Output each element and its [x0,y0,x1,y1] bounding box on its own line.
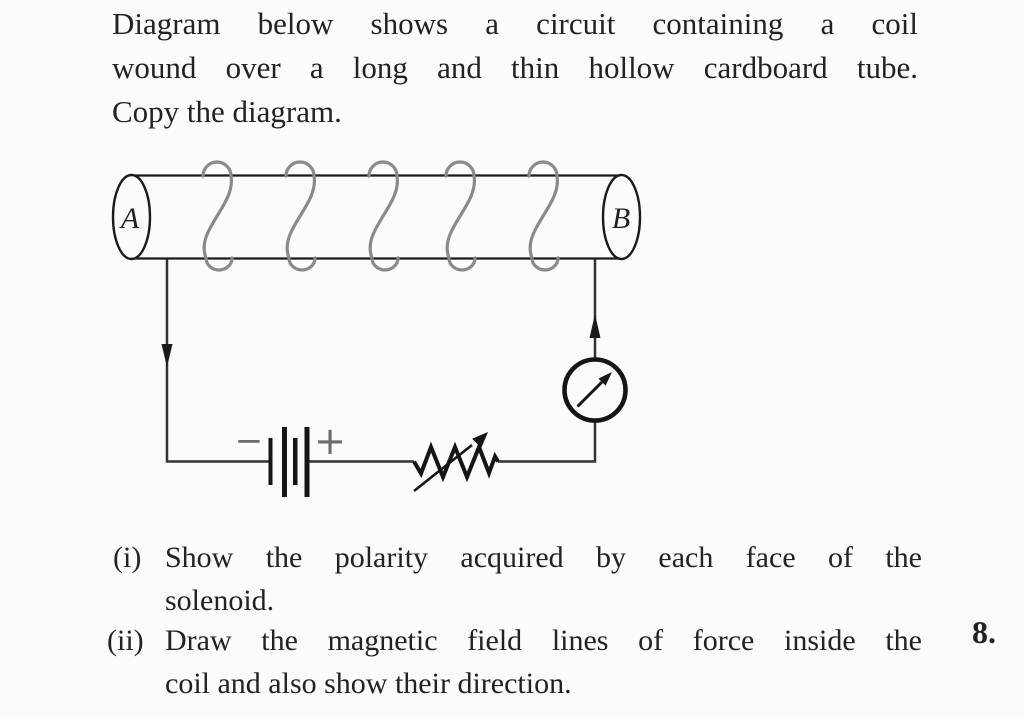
galvanometer [562,357,628,423]
cardboard-tube [131,174,622,260]
current-arrow-down-icon [161,344,173,367]
battery-minus-label: − [235,421,264,461]
coil-turn [367,160,400,272]
battery [268,427,310,497]
battery-plate-short-1 [268,438,273,485]
coil-turn [527,160,560,272]
battery-plate-long-2 [304,427,310,497]
tube-label-A: A [119,202,140,235]
part-ii-marker: (ii) [107,624,144,657]
tube-face-B [601,173,642,261]
coil-turn [201,160,234,272]
rheostat-arrow-shaft [413,443,473,493]
battery-plate-long-1 [282,427,287,497]
current-arrow-up-icon [589,314,601,338]
part-i-line-1: Show the polarity acquired by each face … [165,541,922,574]
battery-plus-label: + [314,419,346,463]
rheostat-arrow-head-icon [472,432,488,448]
tube-end-faces [111,173,642,261]
question-intro: Diagram below shows a circuit containing… [112,2,918,134]
wire-right [498,259,597,463]
part-i-marker: (i) [113,541,142,574]
intro-line-3: Copy the diagram. [112,94,342,129]
coil-turn [284,160,317,272]
part-i-text: Show the polarity acquired by each face … [165,536,922,622]
tube-label-B: B [612,202,630,235]
solenoid-coil [201,160,560,272]
tube-face-A [111,173,152,261]
part-ii-line-1: Draw the magnetic field lines of force i… [165,624,922,657]
coil-turn [444,160,477,272]
part-ii-line-2: coil and also show their direction. [165,667,572,700]
galvanometer-needle [576,380,604,408]
intro-line-1: Diagram below shows a circuit containing… [112,6,918,41]
battery-plate-short-2 [293,438,298,485]
circuit-wires [165,259,597,463]
galvanometer-needle-head-icon [598,372,612,386]
wire-left [165,259,269,463]
rheostat-zigzag [412,441,500,483]
part-ii-text: Draw the magnetic field lines of force i… [165,619,922,705]
question-number: 8. [972,614,996,650]
rheostat [412,432,500,493]
part-i-line-2: solenoid. [165,584,275,617]
intro-line-2: wound over a long and thin hollow cardbo… [112,50,918,85]
